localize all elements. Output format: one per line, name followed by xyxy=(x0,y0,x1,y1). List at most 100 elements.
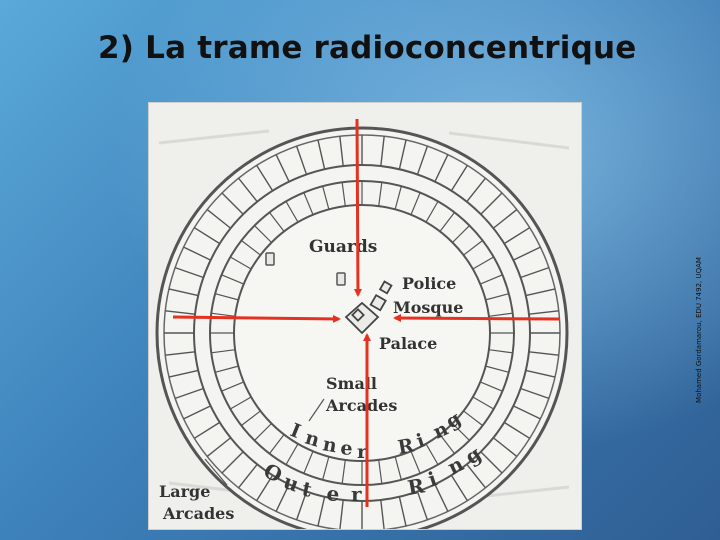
large-arcade-divider xyxy=(165,310,196,315)
slide-credit: Mohamed Gordamarou, EDU 7492, UQAM xyxy=(695,257,703,403)
large-arcade-divider xyxy=(520,266,550,279)
small-arcade-divider xyxy=(322,186,330,210)
small-arcade-divider xyxy=(211,349,236,354)
large-arcade-divider xyxy=(466,463,486,489)
large-arcade-divider xyxy=(183,405,211,420)
small-arcade-divider xyxy=(211,312,236,317)
small-arcade-divider xyxy=(480,381,503,392)
large-arcade-divider xyxy=(398,139,407,170)
outer-ring-letter: R xyxy=(406,473,427,500)
large-arcade-divider xyxy=(380,136,385,167)
large-arcade-divider xyxy=(450,164,468,192)
small-arcade-divider xyxy=(254,225,272,243)
small-arcade-divider xyxy=(425,201,439,223)
small-arcades-ring xyxy=(210,181,514,485)
large-arcade-divider xyxy=(380,499,385,529)
large-arcade-divider xyxy=(398,496,407,527)
city-plan-drawing: Guards Police Mosque Palace Small Arcade… xyxy=(155,118,570,529)
small-arcade-divider xyxy=(241,410,261,427)
palace-building xyxy=(344,301,380,335)
small-arcade-divider xyxy=(341,182,346,207)
guard-posts xyxy=(265,252,346,286)
large-arcade-divider xyxy=(339,499,344,529)
label-small-arcades-line1: Small xyxy=(326,374,377,393)
small-arcade-divider xyxy=(322,456,330,480)
small-arcade-divider xyxy=(303,451,314,474)
small-arcade-divider xyxy=(472,256,494,270)
police-building xyxy=(378,280,393,295)
small-arcade-divider xyxy=(452,225,470,243)
small-arcade-divider xyxy=(221,274,244,285)
large-arcade-divider xyxy=(221,192,244,215)
large-arcade-divider xyxy=(295,145,308,175)
large-arcade-divider xyxy=(221,451,244,474)
large-arcade-divider xyxy=(520,387,550,400)
mosque-building xyxy=(369,293,387,312)
inner-ring-letter: r xyxy=(357,441,368,463)
large-arcade-divider xyxy=(256,474,274,502)
small-arcade-divider xyxy=(254,423,272,441)
small-arcade-divider xyxy=(410,192,421,215)
outer-ring-letter: e xyxy=(325,481,340,506)
large-arcade-divider xyxy=(416,145,429,175)
large-arcade-divider xyxy=(480,451,503,474)
arrow-from-top xyxy=(353,118,362,297)
inner-ring-letter: R xyxy=(396,434,416,458)
small-arcade-divider xyxy=(463,239,483,256)
small-arcade-divider xyxy=(285,443,299,465)
small-arcade-divider xyxy=(472,396,494,410)
label-palace: Palace xyxy=(379,334,437,353)
large-arcade-divider xyxy=(238,177,258,203)
large-arcade-divider xyxy=(528,351,559,356)
large-arcade-divider xyxy=(206,209,232,229)
label-large-arcades-line2: Arcades xyxy=(162,504,234,523)
large-arcade-divider xyxy=(193,227,221,245)
large-arcade-divider xyxy=(480,192,503,215)
large-arcade-divider xyxy=(513,405,541,420)
label-police: Police xyxy=(402,274,456,293)
large-arcade-divider xyxy=(206,437,232,457)
large-arcade-divider xyxy=(416,491,429,521)
slide-title: 2) La trame radioconcentrique xyxy=(98,30,637,66)
background-texture xyxy=(158,129,570,501)
large-arcade-divider xyxy=(503,421,531,439)
small-arcade-divider xyxy=(378,459,383,484)
large-arcade-divider xyxy=(466,177,486,203)
large-arcade-divider xyxy=(317,496,326,527)
large-arcade-divider xyxy=(525,369,556,378)
large-arcade-divider xyxy=(238,463,258,489)
inner-ring-letter: n xyxy=(303,427,323,452)
small-arcade-divider xyxy=(215,293,239,301)
large-arcade-divider xyxy=(525,288,556,297)
large-arcade-divider xyxy=(193,421,221,439)
inner-ring-letter: e xyxy=(340,437,354,460)
small-arcade-divider xyxy=(425,443,439,465)
label-small-arcades-line2: Arcades xyxy=(325,396,397,415)
large-arcade-divider xyxy=(275,154,290,182)
large-arcade-divider xyxy=(165,351,196,356)
arrow-from-right xyxy=(393,314,560,323)
large-arcade-divider xyxy=(513,246,541,261)
inner-ring-letter: n xyxy=(321,433,339,457)
city-plan-figure: Guards Police Mosque Palace Small Arcade… xyxy=(148,102,582,530)
large-arcade-divider xyxy=(168,369,199,378)
large-arcade-divider xyxy=(492,209,518,229)
label-large-arcades-line1: Large xyxy=(159,482,210,501)
large-arcade-divider xyxy=(434,484,449,512)
outer-ring-letter: r xyxy=(351,482,362,506)
small-arcade-divider xyxy=(439,212,456,232)
central-complex xyxy=(344,280,393,335)
large-arcade-divider xyxy=(275,484,290,512)
small-arcade-divider xyxy=(285,201,299,223)
small-arcade-divider xyxy=(230,256,252,270)
large-arcade-divider xyxy=(434,154,449,182)
large-arcade-divider xyxy=(174,266,204,279)
small-arcade-divider xyxy=(221,381,244,392)
small-arcade-divider xyxy=(303,192,314,215)
palace-court xyxy=(351,308,365,322)
large-arcade-divider xyxy=(174,387,204,400)
small-arcade-divider xyxy=(452,423,470,441)
large-arcade-divider xyxy=(168,288,199,297)
large-arcade-divider xyxy=(256,164,274,192)
